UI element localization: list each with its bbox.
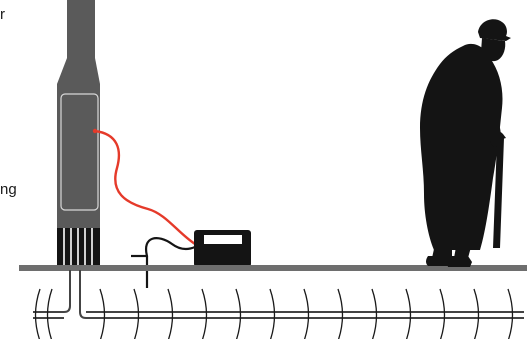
field-arc: [34, 288, 41, 339]
caption-fragment-top: r: [0, 6, 5, 23]
field-arc: [99, 288, 106, 339]
caption-fragment-side: ng: [0, 181, 17, 198]
hat: [478, 19, 511, 41]
field-arc: [371, 288, 378, 339]
pole-panel-outline: [60, 93, 99, 211]
shoe-front: [447, 256, 472, 267]
field-arc: [201, 288, 208, 339]
ground-stake: [131, 237, 197, 288]
cane-icon: [488, 131, 506, 248]
ground-surface: [19, 265, 527, 271]
field-arc: [405, 288, 412, 339]
pole-body: [57, 84, 100, 228]
test-lead-red: [93, 129, 197, 246]
leg-front: [454, 236, 474, 258]
field-arc: [439, 288, 446, 339]
pole-taper: [57, 58, 100, 84]
field-arc: [269, 288, 276, 339]
cable-bundle: [57, 228, 100, 270]
buried-cable-lower: [79, 270, 524, 319]
field-arc: [167, 288, 174, 339]
field-arc: [133, 288, 140, 339]
shoe-back: [426, 256, 454, 266]
field-arc: [235, 288, 242, 339]
pole-structure: [57, 0, 100, 228]
buried-cable-upper: [33, 270, 71, 313]
leg-back: [432, 240, 452, 258]
black-lead: [144, 237, 197, 258]
field-arc: [46, 288, 53, 339]
field-arc: [507, 288, 514, 339]
field-arc: [303, 288, 310, 339]
signal-field-arcs: [34, 288, 514, 339]
test-meter-icon: [194, 230, 251, 267]
arm: [466, 66, 501, 143]
buried-cable: [33, 270, 524, 319]
torso: [420, 43, 503, 250]
field-arc: [337, 288, 344, 339]
meter-display: [204, 235, 242, 244]
field-arc: [473, 288, 480, 339]
pole-upper: [67, 0, 95, 58]
person-silhouette-icon: [420, 19, 511, 267]
